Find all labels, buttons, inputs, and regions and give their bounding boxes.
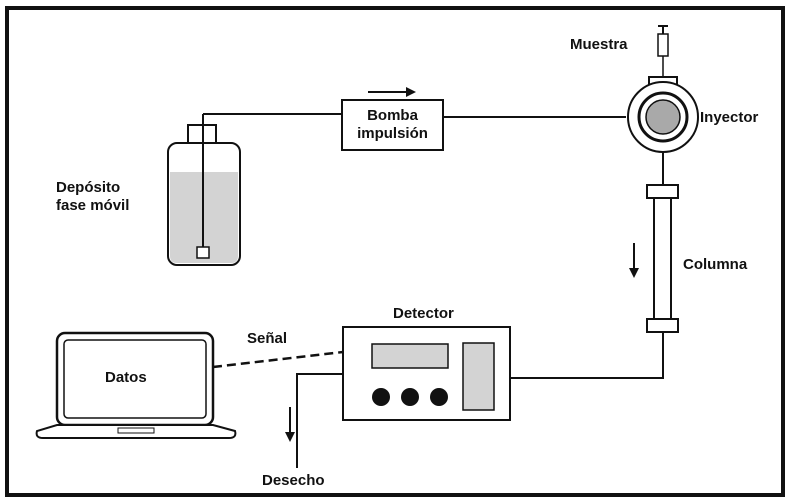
- diagram-frame: [5, 6, 785, 497]
- detector-box: [342, 326, 511, 421]
- flow-arrow-down-icon: [629, 243, 639, 278]
- detector-panel: [462, 342, 495, 411]
- syringe-icon: [657, 25, 669, 78]
- injector-label: Inyector: [700, 109, 759, 126]
- pump-label: Bomba impulsión: [357, 107, 428, 142]
- injector-valve: [627, 76, 699, 153]
- signal-label: Señal: [247, 330, 288, 347]
- detector-knob: [372, 388, 390, 406]
- flow-arrow-right-icon: [368, 87, 416, 97]
- laptop-icon: [35, 331, 237, 439]
- detector-knob: [401, 388, 419, 406]
- waste-label: Desecho: [262, 472, 325, 489]
- detector-display: [371, 343, 449, 369]
- reservoir-label: Depósito fase móvil: [56, 179, 130, 214]
- tube-waste: [296, 373, 343, 468]
- column-label: Columna: [683, 256, 748, 273]
- pump-box: [341, 99, 444, 151]
- flow-arrow-down-icon: [285, 407, 295, 442]
- detector-label: Detector: [393, 305, 454, 322]
- sample-label: Muestra: [570, 36, 628, 53]
- detector-knob: [430, 388, 448, 406]
- inlet-filter: [196, 246, 210, 259]
- reservoir-bottle: [167, 114, 241, 266]
- data-label: Datos: [105, 369, 147, 386]
- tube-column-detector: [510, 332, 664, 379]
- signal-line: [212, 350, 344, 369]
- column: [646, 184, 679, 333]
